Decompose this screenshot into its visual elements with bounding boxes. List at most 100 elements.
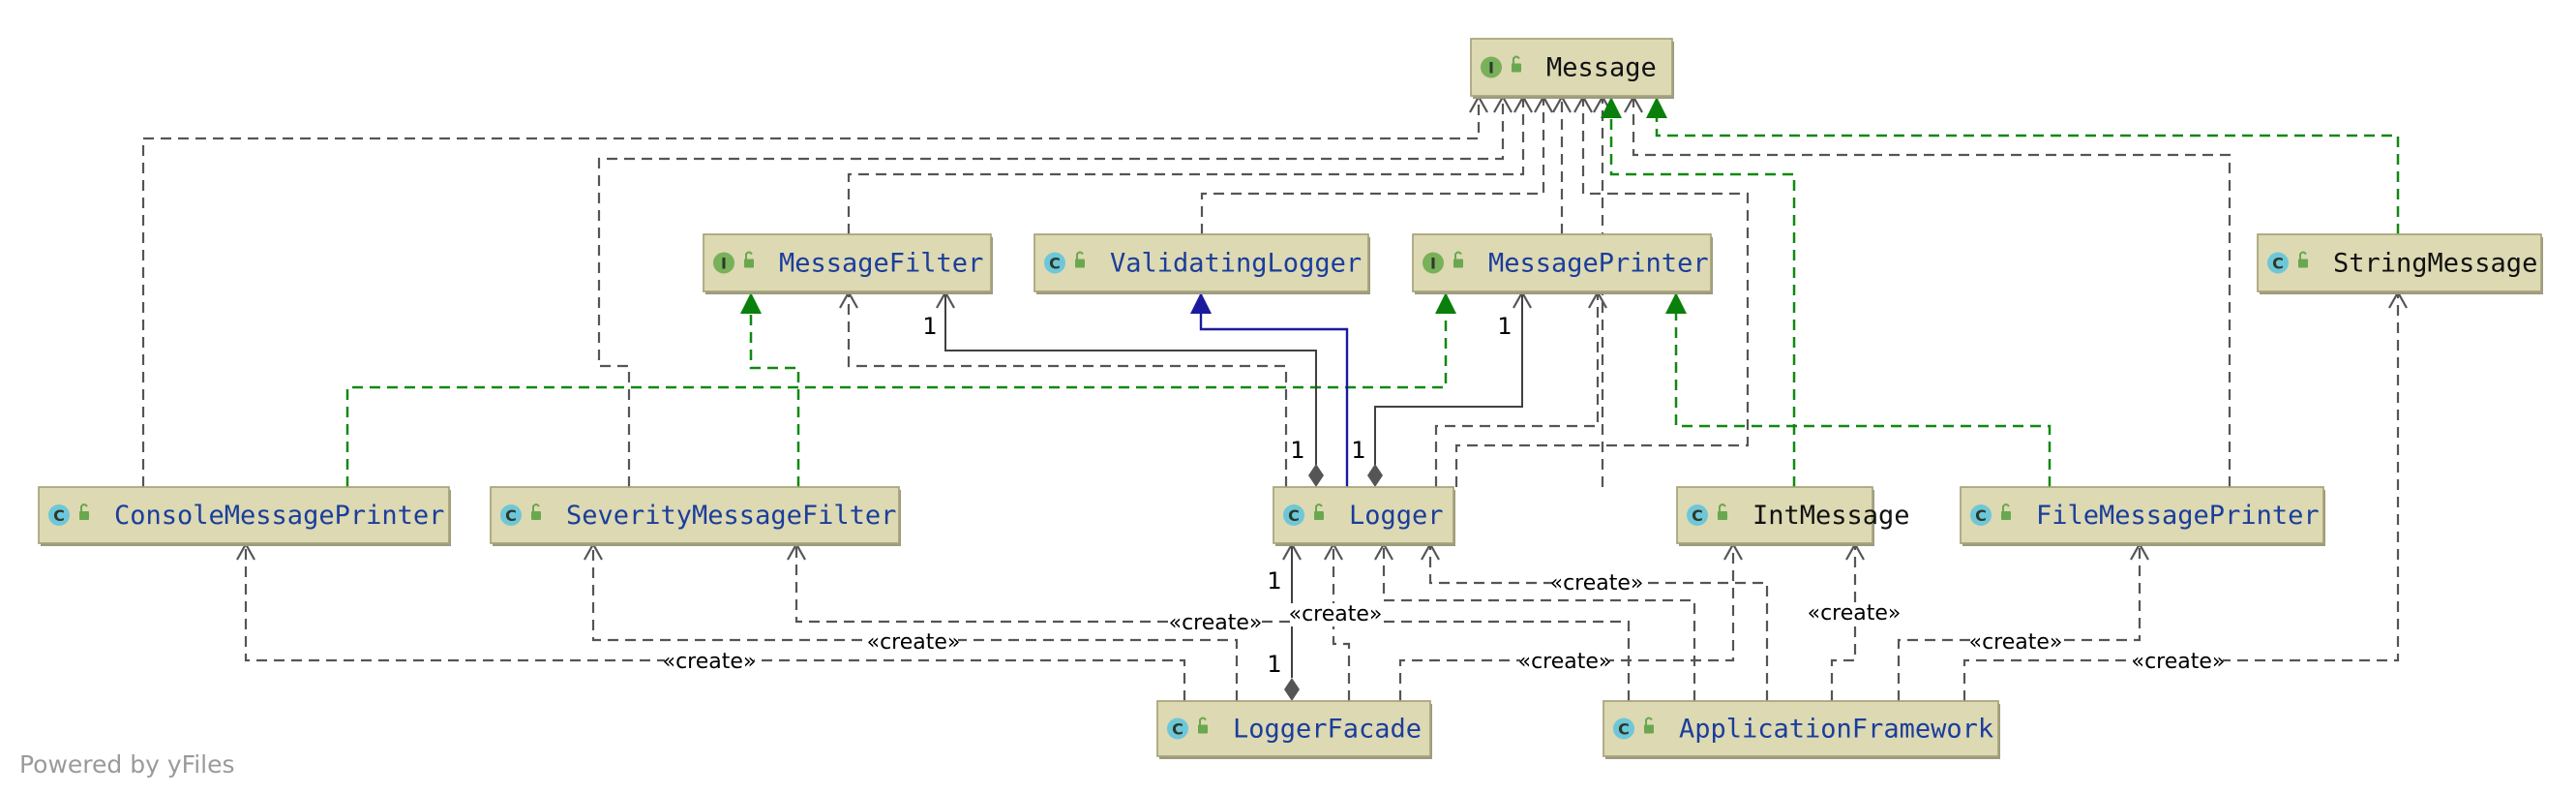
icon-letter: C — [2272, 255, 2284, 273]
public-lock-icon — [744, 259, 754, 268]
multiplicity-loggerfacade-bottom: 1 — [1267, 651, 1281, 678]
class-box-int-message[interactable]: C IntMessage — [1676, 486, 1910, 546]
create-label-appframework-intmessage: «create» — [1808, 601, 1902, 626]
interface-icon — [1481, 56, 1502, 78]
lock-shackle — [1315, 504, 1323, 511]
class-name: MessagePrinter — [1488, 249, 1709, 279]
create-label-loggerfacade-logger-1: «create» — [1169, 611, 1263, 635]
multiplicity-loggerfacade-top: 1 — [1267, 567, 1281, 595]
icon-letter: I — [721, 255, 727, 273]
edge-logger-has-messageprinter — [1374, 292, 1523, 465]
class-icon — [1687, 504, 1708, 526]
edge-intmessage-realizes-message — [1609, 97, 1796, 487]
class-name: LoggerFacade — [1233, 715, 1422, 745]
edge-severity-realizes-messagefilter — [749, 292, 800, 487]
class-box-logger-facade[interactable]: C LoggerFacade — [1156, 700, 1432, 759]
edge-loggerfacade-has-logger-diamond — [1284, 678, 1300, 701]
class-name: ValidatingLogger — [1110, 249, 1362, 279]
create-label-appframework-stringmessage: «create» — [2132, 650, 2226, 674]
edge-logger-to-message — [1454, 97, 1750, 487]
class-name: FileMessagePrinter — [2036, 501, 2320, 531]
box-body — [490, 486, 900, 544]
edge-severity-realizes-messagefilter-arrowhead — [740, 292, 762, 314]
class-icon — [48, 504, 70, 526]
create-label-appframework-logger-bg — [1552, 572, 1641, 596]
icon-letter: C — [1618, 720, 1630, 739]
public-lock-icon — [1198, 724, 1208, 734]
create-label-loggerfacade-logger-1-bg — [1171, 612, 1260, 635]
lock-shackle — [1199, 717, 1207, 725]
create-label-loggerfacade-severity-bg — [869, 631, 958, 655]
edge-appframework-creates-filemessageprinter — [1897, 544, 2142, 701]
edge-validatinglogger-to-message — [1200, 97, 1545, 234]
create-label-loggerfacade-intmessage-bg — [1520, 651, 1609, 674]
edge-logger-to-messagefilter — [847, 292, 1288, 487]
create-label-appframework-logger: «create» — [1550, 571, 1644, 596]
public-lock-icon — [1512, 63, 1521, 73]
public-lock-icon — [531, 511, 541, 520]
lock-shackle — [1719, 504, 1726, 511]
edge-console-realizes-messageprinter — [345, 292, 1448, 487]
icon-letter: I — [1430, 255, 1436, 273]
class-name: IntMessage — [1752, 501, 1910, 531]
lock-shackle — [2002, 504, 2010, 511]
edge-loggerfacade-creates-intmessage — [1398, 544, 1735, 701]
edge-logger-extends-validatinglogger-arrowhead — [1190, 292, 1212, 314]
multiplicity-messageprinter: 1 — [1497, 313, 1512, 340]
interface-icon — [713, 252, 734, 274]
edge-stringmessage-realizes-message — [1655, 97, 2400, 234]
box-body — [1676, 486, 1873, 544]
lock-shackle — [745, 251, 753, 260]
create-label-loggerfacade-logger-2: «create» — [1289, 602, 1383, 626]
icon-letter: I — [1488, 59, 1494, 77]
multiplicity-logger-left: 1 — [1290, 437, 1304, 464]
class-icon — [1970, 504, 1992, 526]
edge-logger-has-messagefilter — [944, 292, 1317, 465]
lock-shackle — [532, 504, 540, 511]
lock-shackle — [1645, 717, 1653, 725]
class-icon — [2267, 252, 2289, 274]
class-name: SeverityMessageFilter — [566, 501, 896, 531]
public-lock-icon — [1075, 259, 1085, 268]
edge-file-realizes-messageprinter — [1674, 292, 2052, 487]
edge-console-to-message — [141, 97, 1481, 487]
edge-intmessage-realizes-message-arrowhead — [1601, 97, 1622, 118]
edge-severity-to-message — [597, 97, 1505, 487]
public-lock-icon — [1644, 724, 1654, 734]
public-lock-icon — [79, 511, 89, 520]
lock-shackle — [1454, 251, 1462, 260]
class-box-application-framework[interactable]: C ApplicationFramework — [1603, 700, 2000, 759]
box-body — [1273, 486, 1454, 544]
public-lock-icon — [2001, 511, 2011, 520]
edge-file-realizes-messageprinter-arrowhead — [1665, 292, 1687, 314]
box-body — [1033, 233, 1369, 292]
create-label-loggerfacade-logger-2-bg — [1291, 603, 1380, 626]
lock-shackle — [80, 504, 88, 511]
class-box-message-printer[interactable]: I MessagePrinter — [1412, 233, 1713, 294]
create-label-appframework-filemessageprinter: «create» — [1969, 630, 2063, 655]
lock-shackle — [2299, 251, 2307, 260]
class-name: ApplicationFramework — [1679, 715, 1993, 745]
edge-loggerfacade-creates-logger — [1332, 544, 1351, 701]
edge-console-realizes-messageprinter-arrowhead — [1435, 292, 1456, 314]
icon-letter: C — [1692, 506, 1703, 525]
edge-logger-has-messageprinter-diamond — [1367, 464, 1383, 487]
class-name: Logger — [1349, 501, 1444, 531]
public-lock-icon — [1718, 511, 1727, 520]
lock-shackle — [1076, 251, 1084, 260]
lock-shackle — [1513, 55, 1520, 64]
create-label-appframework-intmessage-bg — [1810, 602, 1899, 626]
create-label-loggerfacade-intmessage: «create» — [1518, 650, 1612, 674]
icon-letter: C — [1172, 720, 1183, 739]
class-icon — [1044, 252, 1065, 274]
box-body — [1960, 486, 2324, 544]
